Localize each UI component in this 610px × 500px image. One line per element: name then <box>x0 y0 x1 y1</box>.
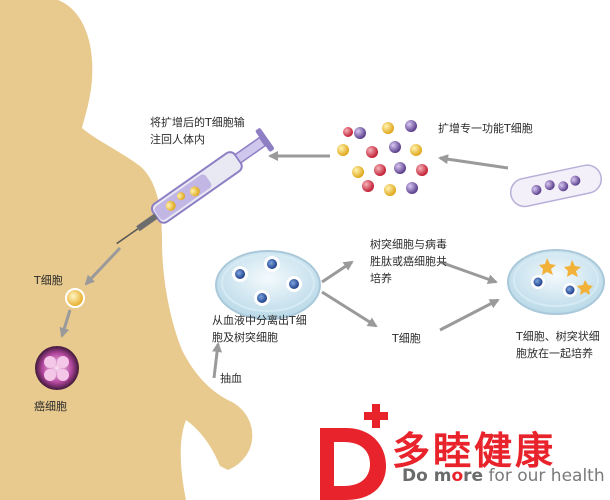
label-t-cell-left: T细胞 <box>34 274 63 287</box>
label-cancer: 癌细胞 <box>34 400 67 413</box>
label-separate: 从血液中分离出T细 胞及树突细胞 <box>212 314 307 344</box>
cancer-cell <box>35 346 79 390</box>
arrow-tcell-to-coculture <box>439 298 500 332</box>
human-head <box>0 0 88 128</box>
label-coculture: T细胞、树突状细 胞放在一起培养 <box>516 330 600 360</box>
label-inject: 将扩增后的T细胞输 注回人体内 <box>150 116 245 146</box>
arrow-dendritic-to-coculture <box>439 260 498 285</box>
petri-dish-coculture <box>507 249 605 315</box>
brand-chinese-name: 多睦健康 <box>392 429 557 473</box>
logo-mark <box>320 404 388 500</box>
label-expand: 扩增专一功能T细胞 <box>438 122 533 135</box>
t-cell-left <box>65 288 85 308</box>
brand-slogan: Do more for our health <box>402 466 605 486</box>
expanded-cell-cluster <box>337 120 428 196</box>
arrow-blood-to-dish <box>212 342 223 379</box>
syringe <box>116 128 275 245</box>
arrow-dish-to-dendritic <box>321 260 354 284</box>
label-dendritic: 树突细胞与病毒 胜肽或癌细胞共 培养 <box>370 238 447 285</box>
arrow-tcell-to-cancer <box>59 309 72 338</box>
test-tube <box>509 164 603 208</box>
label-blood: 抽血 <box>220 372 242 385</box>
arrow-arm-to-tcell <box>84 246 122 286</box>
flow-arrows <box>59 151 509 379</box>
arrow-tube-to-cluster <box>438 154 509 170</box>
label-t-cell-mid: T细胞 <box>392 332 421 345</box>
arrow-dish-to-tcell <box>321 290 378 328</box>
petri-dish-blood <box>215 250 321 320</box>
